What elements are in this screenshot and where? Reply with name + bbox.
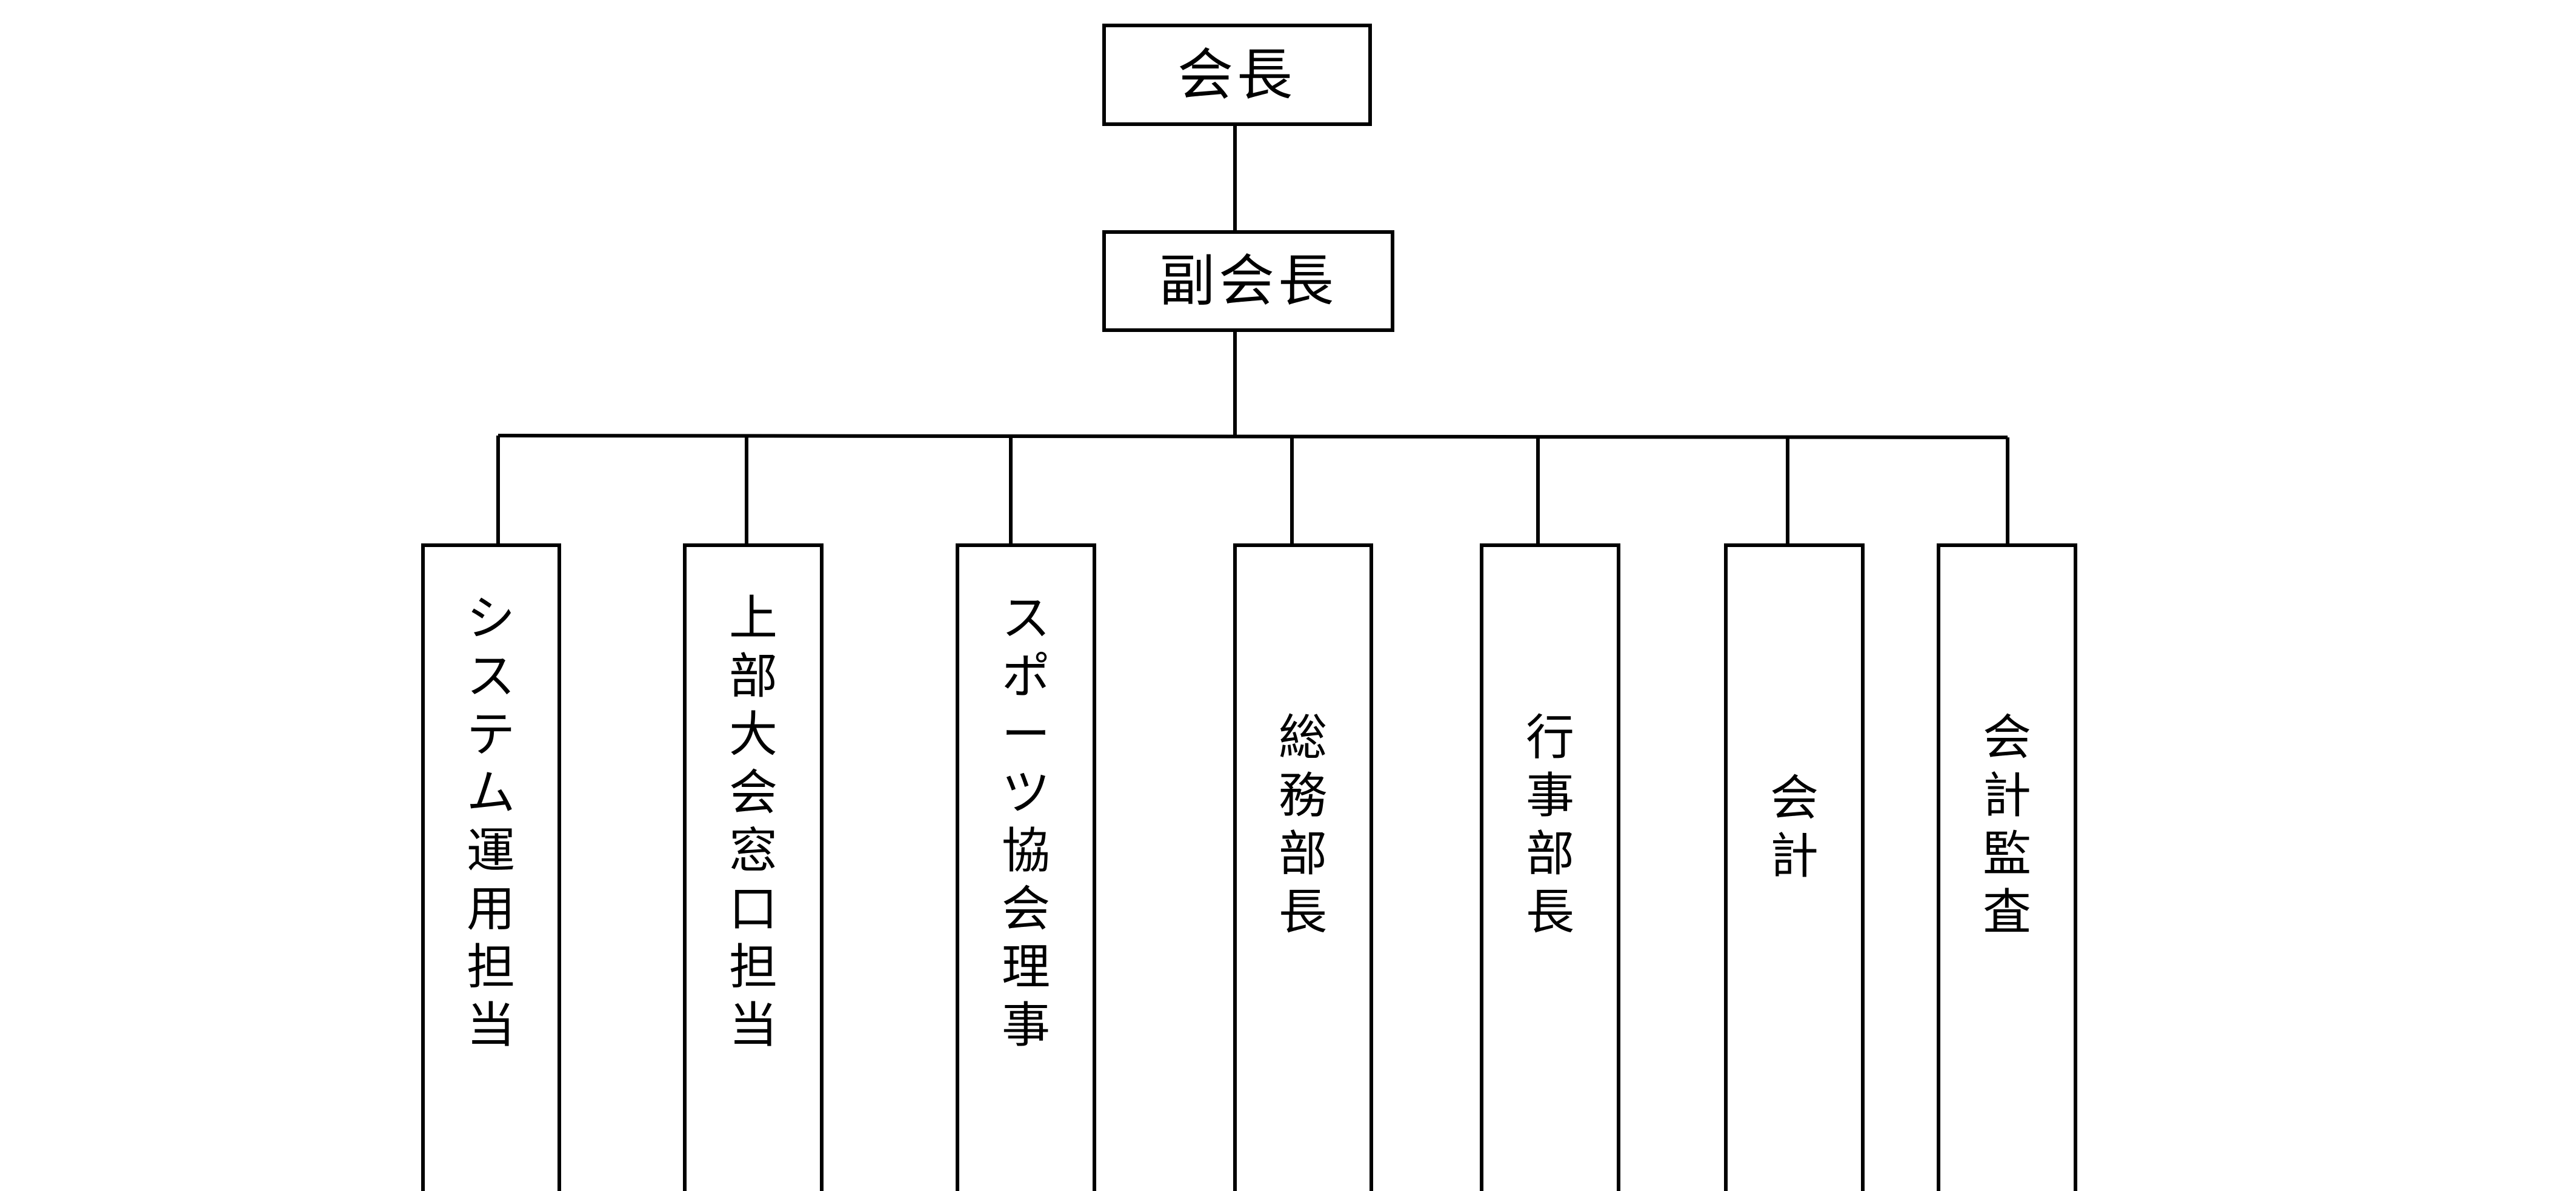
dept-label-glyph: 口: [729, 881, 777, 937]
node-dept-general-label: 総務部長: [1279, 709, 1327, 940]
dept-label-glyph: 上: [729, 590, 777, 646]
dept-label-glyph: 当: [467, 997, 515, 1053]
node-vice-chairman-box: [1102, 230, 1394, 332]
dept-label-glyph: 務: [1279, 768, 1327, 824]
node-dept-sports-label: スポーツ協会理事: [1002, 590, 1050, 1053]
dept-label-glyph: 運: [467, 823, 515, 879]
node-dept-sports: スポーツ協会理事: [956, 543, 1096, 1191]
dept-label-glyph: シ: [467, 590, 515, 646]
dept-label-glyph: 理: [1002, 939, 1050, 995]
node-chairman: 会長: [1102, 24, 1372, 126]
dept-label-glyph: 担: [467, 939, 515, 995]
node-dept-events: 行事部長: [1480, 543, 1620, 1191]
dept-label-glyph: 部: [729, 648, 777, 705]
node-dept-audit: 会計監査: [1937, 543, 2077, 1191]
dept-label-glyph: 用: [467, 881, 515, 937]
dept-label-glyph: 会: [1770, 770, 1819, 826]
dept-label-glyph: ス: [467, 648, 515, 705]
dept-label-glyph: 計: [1770, 828, 1819, 884]
dept-label-glyph: 担: [729, 939, 777, 995]
dept-label-glyph: 事: [1002, 997, 1050, 1053]
node-dept-accounting-label: 会計: [1770, 770, 1819, 884]
dept-label-glyph: 大: [729, 706, 777, 763]
dept-label-glyph: 行: [1526, 709, 1574, 766]
dept-label-glyph: テ: [467, 706, 515, 763]
node-dept-upper: 上部大会窓口担当: [683, 543, 824, 1191]
node-dept-system-label: システム運用担当: [467, 590, 515, 1053]
node-dept-events-label: 行事部長: [1526, 709, 1574, 940]
dept-label-glyph: ス: [1002, 590, 1050, 646]
dept-label-glyph: ポ: [1002, 648, 1050, 705]
node-dept-events-box: [1480, 543, 1620, 1191]
node-dept-general-box: [1233, 543, 1373, 1191]
dept-label-glyph: 部: [1526, 826, 1574, 882]
dept-label-glyph: 計: [1983, 768, 2031, 824]
dept-label-glyph: 長: [1279, 884, 1327, 940]
dept-label-glyph: 会: [1983, 709, 2031, 766]
dept-label-glyph: 監: [1983, 826, 2031, 882]
dept-label-glyph: 当: [729, 997, 777, 1053]
node-chairman-box: [1102, 24, 1372, 126]
node-dept-system: システム運用担当: [421, 543, 561, 1191]
node-dept-system-box: [421, 543, 561, 1191]
dept-label-glyph: 会: [1002, 881, 1050, 937]
node-vice-chairman-label: 副会長: [1159, 249, 1337, 314]
dept-label-glyph: 総: [1279, 709, 1327, 766]
node-dept-audit-label: 会計監査: [1983, 709, 2031, 940]
node-dept-sports-box: [956, 543, 1096, 1191]
node-dept-accounting-box: [1724, 543, 1865, 1191]
dept-label-glyph: ー: [1002, 706, 1050, 763]
dept-label-glyph: ム: [467, 765, 515, 821]
connector-horizontal-bus: [498, 434, 2008, 439]
dept-label-glyph: 協: [1002, 823, 1050, 879]
node-chairman-label: 会長: [1177, 43, 1296, 108]
dept-label-glyph: 会: [729, 765, 777, 821]
node-vice-chairman: 副会長: [1102, 230, 1394, 332]
dept-label-glyph: 事: [1526, 768, 1574, 824]
dept-label-glyph: 部: [1279, 826, 1327, 882]
node-dept-upper-box: [683, 543, 824, 1191]
node-dept-upper-label: 上部大会窓口担当: [729, 590, 777, 1053]
dept-label-glyph: 窓: [729, 823, 777, 879]
dept-label-glyph: ツ: [1002, 765, 1050, 821]
node-dept-general: 総務部長: [1233, 543, 1373, 1191]
dept-label-glyph: 査: [1983, 884, 2031, 940]
node-dept-accounting: 会計: [1724, 543, 1865, 1191]
dept-label-glyph: 長: [1526, 884, 1574, 940]
node-dept-audit-box: [1937, 543, 2077, 1191]
